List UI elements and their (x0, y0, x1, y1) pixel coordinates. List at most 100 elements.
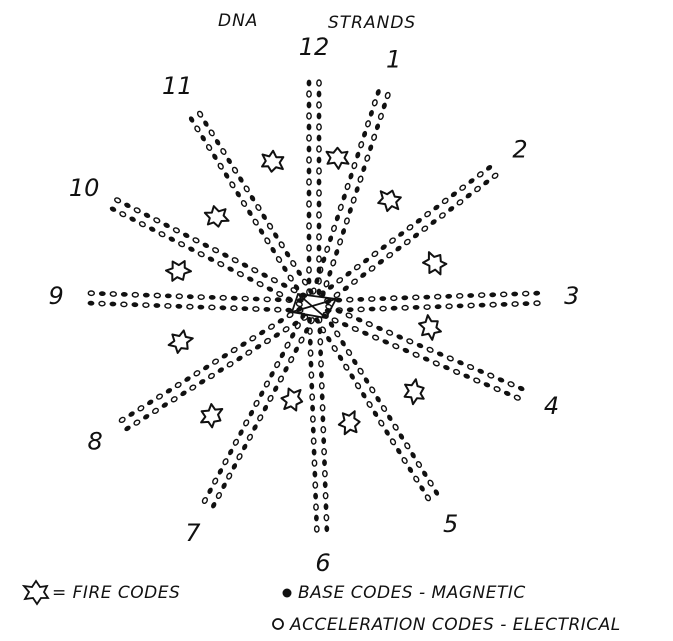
acceleration-code-ring (467, 364, 474, 370)
acceleration-code-ring (317, 124, 321, 130)
acceleration-code-ring (317, 168, 321, 174)
acceleration-code-ring (421, 225, 428, 232)
base-code-dot (308, 361, 313, 368)
acceleration-code-ring (424, 494, 431, 501)
base-code-dot (445, 294, 452, 299)
base-code-dot (319, 371, 324, 378)
acceleration-code-ring (99, 301, 105, 306)
acceleration-code-ring (288, 356, 295, 363)
acceleration-code-ring (154, 293, 160, 298)
base-code-dot (361, 130, 368, 138)
acceleration-code-ring (212, 358, 219, 365)
acceleration-code-ring (202, 497, 209, 504)
fire-code-star-icon (261, 150, 285, 174)
title-strands: STRANDS (328, 13, 416, 33)
acceleration-code-ring (118, 416, 125, 423)
acceleration-code-ring (311, 416, 316, 422)
base-code-dot (398, 432, 406, 440)
base-code-dot (234, 190, 242, 198)
acceleration-code-ring (319, 383, 324, 389)
strand-3 (325, 291, 540, 313)
base-code-dot (165, 387, 173, 395)
base-code-dot (131, 302, 138, 307)
acceleration-code-ring (378, 113, 384, 120)
acceleration-code-ring (251, 267, 258, 274)
base-code-dot (317, 157, 322, 164)
fire-code-star-icon (338, 411, 361, 435)
base-code-dot (354, 151, 361, 159)
base-code-dot (272, 385, 279, 393)
base-code-dot (341, 321, 349, 328)
base-code-dot (197, 305, 204, 310)
acceleration-code-ring (386, 252, 393, 259)
base-code-dot (280, 282, 288, 289)
base-code-dot (258, 390, 265, 398)
acceleration-code-ring (490, 302, 496, 307)
acceleration-code-ring (369, 386, 376, 393)
base-code-dot (314, 515, 319, 522)
acceleration-code-ring (165, 304, 171, 309)
acceleration-code-ring (189, 384, 196, 391)
acceleration-code-ring (236, 453, 243, 460)
acceleration-code-ring (453, 369, 460, 375)
base-code-dot (258, 227, 266, 235)
base-code-dot (380, 243, 388, 251)
legend-fire-codes: = FIRE CODES (52, 583, 180, 603)
acceleration-code-ring (247, 434, 254, 441)
acceleration-code-ring (317, 146, 321, 152)
acceleration-code-ring (156, 393, 163, 400)
acceleration-code-ring (276, 291, 283, 298)
base-code-dot (187, 246, 195, 253)
acceleration-code-ring (317, 102, 321, 108)
acceleration-code-ring (317, 212, 321, 218)
acceleration-code-ring (474, 185, 481, 192)
base-code-dot (246, 209, 254, 217)
acceleration-code-ring (487, 372, 494, 378)
legend-base-dot-icon (283, 589, 292, 598)
fire-code-star-icon (376, 187, 403, 214)
base-code-dot (307, 234, 312, 241)
base-code-dot (485, 164, 493, 172)
base-code-dot (327, 235, 334, 243)
acceleration-code-ring (346, 349, 353, 356)
acceleration-code-ring (366, 401, 373, 408)
base-code-dot (479, 303, 486, 308)
base-code-dot (375, 88, 382, 96)
acceleration-code-ring (523, 291, 529, 296)
base-code-dot (391, 306, 398, 311)
legend-fire-code-icon (24, 581, 48, 604)
acceleration-code-ring (435, 294, 441, 299)
base-code-dot (143, 293, 150, 298)
acceleration-code-ring (208, 373, 215, 380)
acceleration-code-ring (317, 80, 321, 86)
base-code-dot (347, 207, 354, 215)
base-code-dot (254, 343, 262, 351)
base-code-dot (281, 265, 289, 273)
base-code-dot (263, 307, 270, 312)
fire-code-star-icon (197, 401, 226, 430)
legend: = FIRE CODES BASE CODES - MAGNETIC ACCEL… (24, 581, 621, 635)
base-code-dot (303, 326, 310, 334)
base-code-dot (337, 354, 345, 362)
acceleration-code-ring (121, 302, 127, 307)
acceleration-code-ring (317, 234, 321, 240)
base-code-dot (148, 226, 156, 233)
acceleration-code-ring (333, 291, 340, 298)
acceleration-code-ring (230, 347, 237, 354)
acceleration-code-ring (307, 245, 311, 251)
acceleration-code-ring (284, 342, 291, 349)
base-code-dot (258, 329, 266, 337)
base-code-dot (183, 375, 191, 383)
base-code-dot (226, 265, 234, 272)
acceleration-code-ring (252, 218, 259, 225)
base-code-dot (284, 250, 292, 258)
base-code-dot (235, 355, 243, 363)
acceleration-code-ring (446, 304, 452, 309)
acceleration-code-ring (369, 297, 375, 302)
acceleration-code-ring (381, 405, 388, 412)
base-code-dot (339, 339, 347, 347)
acceleration-code-ring (336, 277, 343, 284)
base-code-dot (142, 413, 150, 421)
base-code-dot (309, 383, 314, 390)
